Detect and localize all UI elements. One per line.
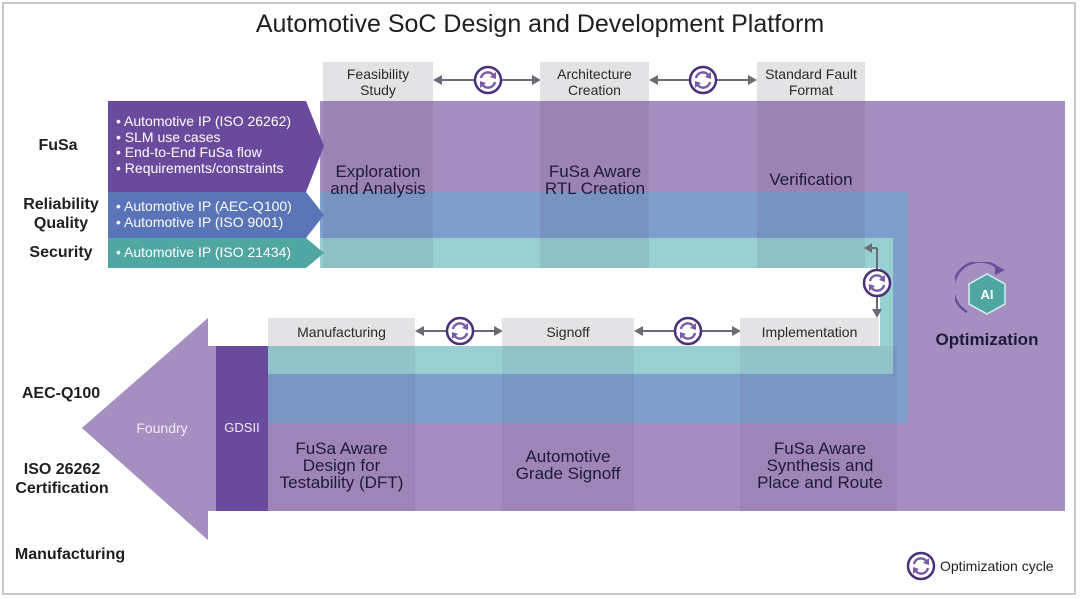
phase-label-line: Exploration	[335, 162, 421, 181]
row-label-manufacturing: Manufacturing	[14, 546, 126, 563]
optimization-cycle-icon	[906, 551, 936, 581]
legend-label: Optimization cycle	[940, 558, 1054, 574]
phase-label-line: Automotive	[525, 447, 611, 466]
step-label-line: Format	[788, 81, 834, 98]
list-item: Requirements/constraints	[116, 160, 291, 177]
phase-label-line: and Analysis	[330, 179, 426, 198]
foundry-arrow	[82, 318, 208, 540]
row-label-reliability-quality: Reliability Quality	[14, 195, 108, 233]
step-manufacturing: Manufacturing	[268, 318, 415, 346]
phase-label-line: Place and Route	[757, 472, 883, 492]
optimization-cycle-icon	[673, 316, 703, 346]
ai-optimization-icon: AI	[955, 262, 1006, 315]
security-input-list: Automotive IP (ISO 21434)	[116, 244, 291, 261]
row-label-line: ISO 26262	[23, 461, 101, 478]
row-label-line: Reliability	[23, 196, 99, 213]
step-label-line: Architecture	[557, 65, 632, 82]
phase-label-line: FuSa Aware	[548, 162, 642, 181]
legend: Optimization cycle	[906, 551, 1054, 581]
step-label-line: Study	[360, 81, 396, 98]
phase-label-line: RTL Creation	[544, 179, 646, 198]
phase-label-line: Testability (DFT)	[279, 472, 404, 492]
inner-white-gap	[200, 268, 880, 318]
reliability-band	[268, 192, 908, 423]
optimization-cycle-icon	[445, 316, 475, 346]
row-label-fusa: FuSa	[38, 137, 78, 154]
top-col-shade-3	[757, 101, 865, 268]
list-item: End-to-End FuSa flow	[116, 144, 291, 161]
list-item: Automotive IP (ISO 9001)	[116, 214, 292, 231]
step-label-line: Feasibility	[346, 65, 410, 82]
fusa-input-list: Automotive IP (ISO 26262) SLM use cases …	[116, 113, 291, 177]
phase-label-line: Synthesis and	[766, 455, 874, 475]
gdsii-column	[216, 346, 268, 511]
list-item: SLM use cases	[116, 129, 291, 146]
gdsii-label: GDSII	[224, 420, 260, 435]
phase-label-line: FuSa Aware	[295, 438, 388, 458]
foundry-label: Foundry	[136, 420, 188, 436]
phase-verification: Verification	[769, 169, 853, 189]
list-item: Automotive IP (AEC-Q100)	[116, 198, 292, 215]
step-implementation: Implementation	[740, 318, 879, 346]
row-label-line: Certification	[15, 480, 109, 497]
step-signoff: Signoff	[502, 318, 634, 346]
list-item: Automotive IP (ISO 21434)	[116, 244, 291, 261]
optimization-label: Optimization	[935, 330, 1039, 349]
optimization-cycle-icon	[688, 65, 718, 95]
step-label-line: Standard Fault	[765, 65, 857, 82]
diagram-title: Automotive SoC Design and Development Pl…	[255, 10, 825, 38]
optimization-cycle-icon	[473, 65, 503, 95]
ai-icon-text: AI	[981, 287, 994, 302]
reliability-input-list: Automotive IP (AEC-Q100) Automotive IP (…	[116, 198, 292, 231]
top-col-shade-2	[540, 101, 649, 268]
security-band	[268, 238, 893, 374]
row-label-aec-q100: AEC-Q100	[21, 385, 101, 402]
row-label-line: Quality	[33, 215, 89, 232]
phase-label-line: Design for	[302, 455, 381, 475]
phase-label-line: Grade Signoff	[515, 464, 621, 483]
top-col-shade-1	[323, 101, 433, 268]
bottom-col-shade-3	[740, 346, 897, 511]
step-label-line: Creation	[568, 81, 621, 98]
phase-label-line: FuSa Aware	[773, 438, 867, 458]
foundry-arrow-body	[200, 346, 216, 511]
optimization-cycle-icon	[862, 268, 892, 298]
bottom-col-shade-2	[502, 346, 634, 511]
row-label-security: Security	[29, 244, 93, 261]
row-label-iso-26262: ISO 26262 Certification	[10, 460, 114, 498]
list-item: Automotive IP (ISO 26262)	[116, 113, 291, 130]
bottom-col-shade-1	[268, 346, 415, 511]
